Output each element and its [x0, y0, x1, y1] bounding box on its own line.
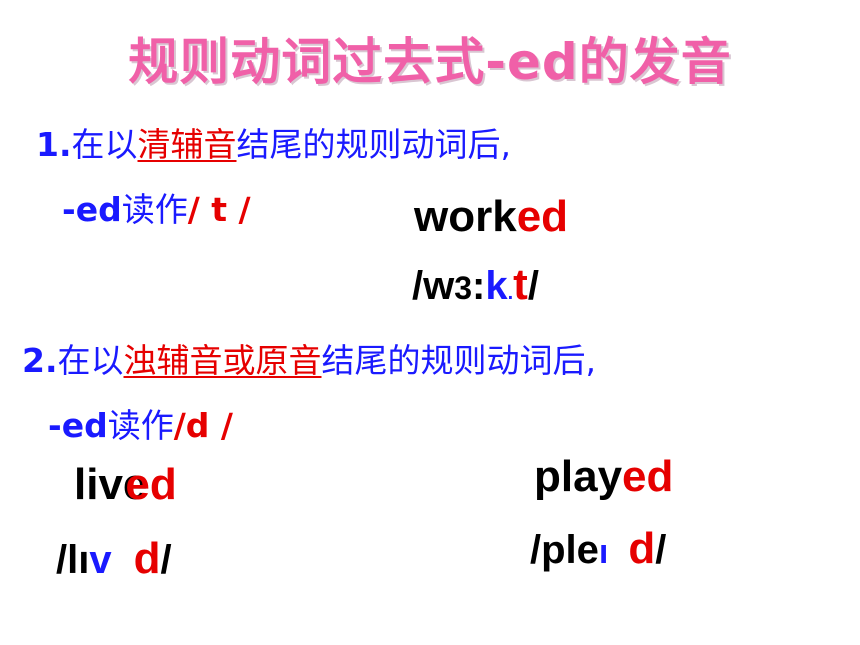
worked-phon-close: / [527, 264, 539, 308]
example-worked: worked [414, 192, 568, 242]
worked-stem: work [414, 192, 517, 241]
worked-ending: ed [516, 192, 569, 241]
rule-2-ed: -ed [48, 406, 108, 445]
worked-phon-colon: : [472, 264, 486, 308]
rule-1-line: 1.在以清辅音结尾的规则动词后, [36, 118, 511, 166]
lived-phon-close: / [160, 538, 172, 582]
rule-2-suffix: 结尾的规则动词后, [321, 341, 597, 380]
lived-phon-start: /lı [56, 538, 90, 582]
lived-phon-d: d [133, 534, 161, 583]
rule-2-prefix: 在以 [57, 341, 124, 380]
example-lived: liveed [74, 460, 177, 510]
rule-1-sound: / t / [187, 190, 251, 229]
rule-2-highlight: 浊辅音或原音 [123, 341, 322, 380]
worked-phonetic: /w3:k.t/ [412, 260, 539, 310]
worked-phon-k: k [485, 264, 508, 308]
rule-2-sound: /d / [173, 406, 233, 445]
example-played: played [534, 452, 673, 502]
rule-2-line: 2.在以浊辅音或原音结尾的规则动词后, [22, 334, 596, 382]
rule-1-number: 1. [36, 125, 72, 164]
rule-1-prefix: 在以 [71, 125, 138, 164]
played-ending: ed [622, 452, 674, 501]
rule-2-number: 2. [22, 341, 58, 380]
played-stem: play [534, 452, 623, 501]
lived-ending: ed [125, 460, 177, 509]
lived-stem: live [74, 460, 148, 509]
worked-phon-t: t [513, 260, 528, 309]
rule-1-suffix: 结尾的规则动词后, [236, 125, 512, 164]
played-phon-start: /ple [530, 528, 599, 572]
worked-phon-dot: . [507, 282, 514, 304]
worked-phon-start: /w [412, 264, 455, 308]
worked-phon-vowel: 3 [454, 270, 473, 306]
lived-phon-v: v [89, 538, 112, 582]
rule-1-read-label: 读作 [121, 190, 188, 229]
rule-1-highlight: 清辅音 [137, 125, 237, 164]
slide-title: 规则动词过去式-ed的发音 [128, 33, 732, 91]
played-phon-d: d [628, 524, 656, 573]
rule-2-read-label: 读作 [107, 406, 174, 445]
rule-1-ed: -ed [62, 190, 122, 229]
rule-2-read-as: -ed读作/d / [48, 399, 233, 447]
played-phon-i: ı [598, 533, 609, 571]
played-phon-close: / [655, 528, 667, 572]
rule-1-read-as: -ed读作/ t / [62, 183, 251, 231]
